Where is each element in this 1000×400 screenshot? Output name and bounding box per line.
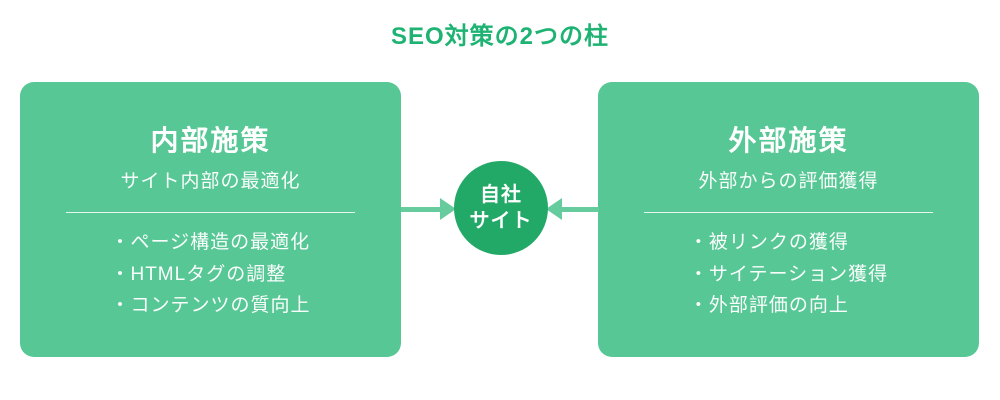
arrow-shaft [562, 206, 599, 212]
own-site-circle: 自社 サイト [454, 161, 548, 255]
list-item: ・ページ構造の最適化 [110, 231, 311, 253]
list-item: ・被リンクの獲得 [688, 231, 849, 253]
list-item: ・外部評価の向上 [688, 295, 849, 317]
external-measures-box: 外部施策 外部からの評価獲得 ・被リンクの獲得 ・サイテーション獲得 ・外部評価… [598, 82, 979, 357]
own-site-label-line1: 自社 [480, 184, 522, 206]
arrow-left-icon [546, 198, 599, 220]
external-measures-list: ・被リンクの獲得 ・サイテーション獲得 ・外部評価の向上 [689, 227, 888, 323]
diagram-title: SEO対策の2つの柱 [390, 23, 610, 50]
list-item: ・サイテーション獲得 [688, 263, 889, 285]
internal-measures-title: 内部施策 [150, 125, 271, 156]
own-site-label-line2: サイト [469, 210, 533, 232]
divider-line [65, 211, 356, 213]
arrow-head [546, 198, 562, 220]
list-item: ・コンテンツの質向上 [110, 295, 311, 317]
arrow-head [440, 198, 456, 220]
list-item: ・HTMLタグの調整 [110, 263, 287, 285]
internal-measures-box: 内部施策 サイト内部の最適化 ・ページ構造の最適化 ・HTMLタグの調整 ・コン… [20, 82, 401, 357]
external-measures-title: 外部施策 [728, 125, 849, 156]
arrow-shaft [401, 206, 440, 212]
internal-measures-subtitle: サイト内部の最適化 [120, 170, 301, 192]
internal-measures-list: ・ページ構造の最適化 ・HTMLタグの調整 ・コンテンツの質向上 [110, 227, 310, 323]
divider-line [643, 211, 934, 213]
arrow-right-icon [401, 198, 456, 220]
external-measures-subtitle: 外部からの評価獲得 [698, 170, 879, 192]
